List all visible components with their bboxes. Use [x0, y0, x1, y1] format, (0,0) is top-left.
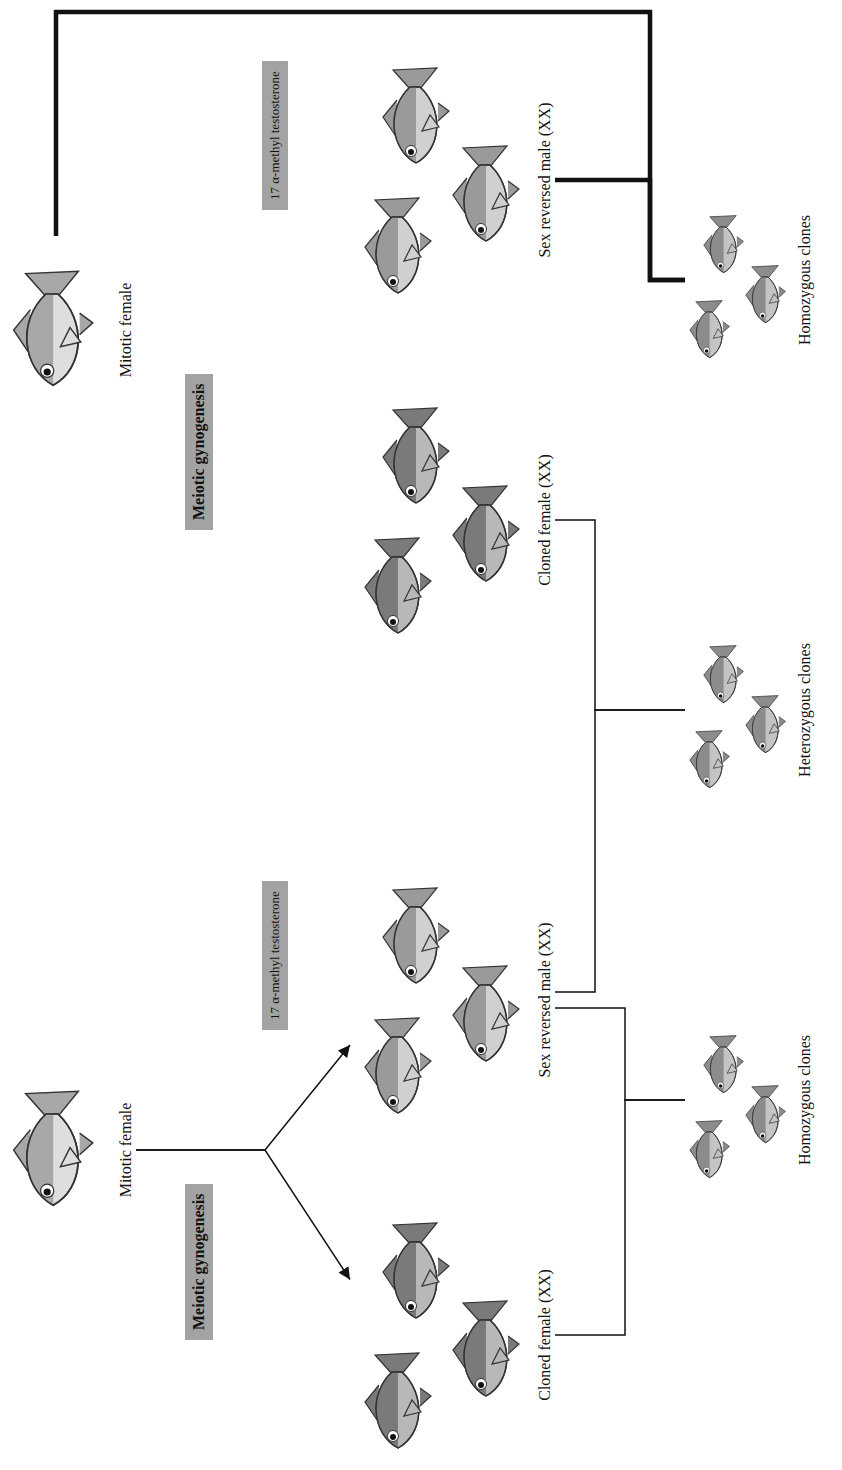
- fish-group: Sex reversed male (XX): [350, 51, 555, 309]
- fish-icon: [704, 646, 744, 703]
- treatment-box: 17 α-methyl testosterone: [262, 61, 288, 210]
- fish-icon: [704, 216, 744, 273]
- group-label: Mitotic female: [116, 1056, 136, 1244]
- process-box: Meiotic gynogenesis: [185, 1184, 213, 1340]
- fish-group: Sex reversed male (XX): [350, 871, 555, 1129]
- fish-group: Cloned female (XX): [350, 1206, 555, 1464]
- fish-icon: [746, 1086, 786, 1143]
- fish-icon: [383, 888, 449, 983]
- fish-icon: [383, 1223, 449, 1318]
- process-box: Meiotic gynogenesis: [185, 374, 213, 530]
- fish-icon: [365, 1353, 431, 1448]
- cross-line: [555, 710, 685, 992]
- fish-group: Cloned female (XX): [350, 391, 555, 649]
- step-label: Meiotic gynogenesis: [190, 384, 208, 520]
- group-label: Sex reversed male (XX): [535, 51, 555, 309]
- cross-line: [555, 180, 685, 280]
- fish-icon: [453, 146, 519, 241]
- process-arrow: [136, 1150, 350, 1280]
- step-label: 17 α-methyl testosterone: [267, 891, 283, 1020]
- group-label: Sex reversed male (XX): [535, 871, 555, 1129]
- parent-fish: Mitotic female: [6, 236, 136, 424]
- fish-icon: [746, 266, 786, 323]
- fish-icon: [383, 68, 449, 163]
- clone-group: Homozygous clones: [685, 186, 815, 374]
- fish-icon: [690, 1121, 730, 1178]
- step-label: 17 α-methyl testosterone: [267, 71, 283, 200]
- fish-icon: [453, 966, 519, 1061]
- fish-icon: [453, 1301, 519, 1396]
- group-label: Heterozygous clones: [795, 616, 815, 804]
- fish-icon: [453, 486, 519, 581]
- fish-icon: [365, 1018, 431, 1113]
- fish-icon: [746, 696, 786, 753]
- cross-line: [555, 520, 685, 710]
- clone-group: Homozygous clones: [685, 1006, 815, 1194]
- group-label: Homozygous clones: [795, 1006, 815, 1194]
- process-arrow: [136, 1045, 350, 1150]
- fish-icon: [383, 408, 449, 503]
- step-label: Meiotic gynogenesis: [190, 1194, 208, 1330]
- group-label: Cloned female (XX): [535, 391, 555, 649]
- fish-icon: [365, 198, 431, 293]
- fish-icon: [690, 301, 730, 358]
- fish-icon: [14, 271, 93, 385]
- cross-line: [555, 1100, 685, 1335]
- clone-group: Heterozygous clones: [685, 616, 815, 804]
- fish-icon: [704, 1036, 744, 1093]
- group-label: Mitotic female: [116, 236, 136, 424]
- fish-icon: [365, 538, 431, 633]
- group-label: Cloned female (XX): [535, 1206, 555, 1464]
- group-label: Homozygous clones: [795, 186, 815, 374]
- parent-fish: Mitotic female: [6, 1056, 136, 1244]
- cross-line: [56, 12, 685, 280]
- cross-line: [555, 1008, 685, 1100]
- fish-icon: [14, 1091, 93, 1205]
- fish-icon: [690, 731, 730, 788]
- treatment-box: 17 α-methyl testosterone: [262, 881, 288, 1030]
